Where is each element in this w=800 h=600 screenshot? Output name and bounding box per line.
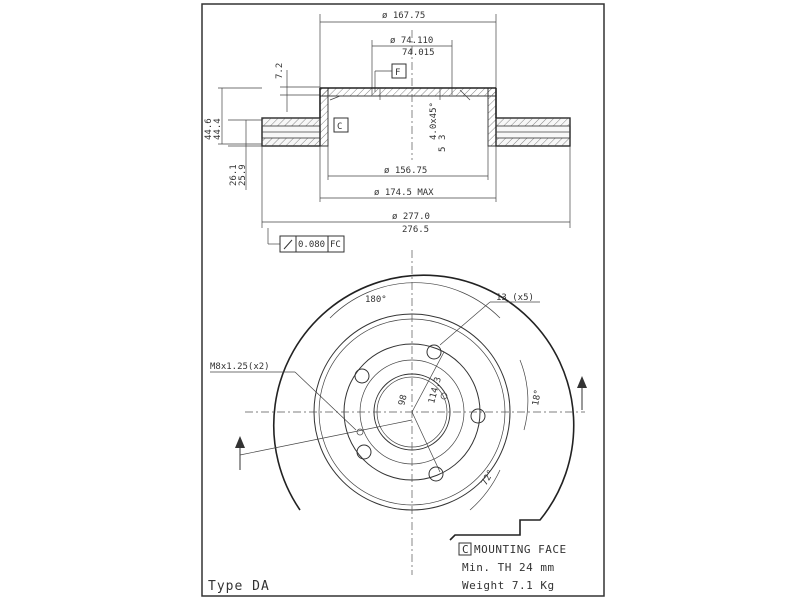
runout-reference: FC — [330, 240, 341, 250]
notes-block: C MOUNTING FACE Min. TH 24 mm Weight 7.1… — [458, 542, 567, 592]
dim-small-3: 3 — [438, 135, 448, 140]
mounting-face-flag: C — [462, 543, 469, 556]
front-view: 180° 13 (x5) M8x1.25(x2) 98 114.3 18° 72… — [210, 250, 587, 575]
dim-inner-diameter: ø 156.75 — [384, 166, 427, 176]
section-arrow-right-icon — [577, 376, 587, 388]
type-label: Type DA — [208, 579, 270, 594]
section-arrow-left-icon — [235, 436, 245, 448]
section-view: ø 167.75 ø 74.110 74.015 F 7.2 44.6 44.4… — [204, 11, 571, 253]
thread-hole-1 — [440, 392, 448, 400]
dim-hat-height: 7.2 — [275, 63, 285, 79]
pcd-98: 98 — [397, 394, 409, 407]
bolt-holes-label: 13 (x5) — [496, 293, 534, 303]
dim-thickness-min: 25.9 — [238, 164, 248, 186]
angle-18: 18° — [531, 389, 544, 407]
dim-thickness-max: 26.1 — [229, 164, 239, 186]
datum-f-label: F — [395, 68, 400, 78]
bolt-hole-4 — [356, 444, 372, 460]
datum-f-box — [391, 63, 407, 79]
min-thickness-note: Min. TH 24 mm — [462, 561, 555, 574]
mounting-face-note: MOUNTING FACE — [474, 543, 567, 556]
angle-180: 180° — [365, 295, 387, 305]
dim-disc-diameter-min: 276.5 — [402, 225, 429, 235]
datum-c-label: C — [337, 122, 342, 132]
bolt-hole-1 — [426, 344, 442, 360]
dim-hat-diameter: ø 167.75 — [382, 11, 425, 21]
dim-chamfer: 4.0x45° — [429, 102, 439, 140]
dim-bore-min: 74.015 — [402, 48, 435, 58]
mounting-face-flag-box — [458, 542, 472, 556]
thread-label: M8x1.25(x2) — [210, 362, 270, 372]
bolt-hole-2 — [470, 408, 486, 424]
dim-height-max: 44.6 — [204, 118, 214, 140]
dim-hat-max: ø 174.5 MAX — [374, 188, 434, 198]
dim-disc-diameter: ø 277.0 — [392, 212, 430, 222]
dim-height-min: 44.4 — [213, 118, 223, 140]
datum-c-box — [333, 117, 349, 133]
runout-arrow-icon — [283, 239, 293, 250]
angle-72: 72° — [480, 468, 497, 487]
thread-hole-2 — [356, 428, 364, 436]
runout-tolerance-frame — [279, 235, 345, 253]
dim-small-5: 5 — [438, 147, 448, 152]
bolt-hole-3 — [428, 466, 444, 482]
drawing-frame — [201, 3, 605, 597]
pcd-114: 114.3 — [427, 376, 444, 405]
runout-tolerance: 0.080 — [298, 240, 325, 250]
bolt-hole-5 — [354, 368, 370, 384]
weight-note: Weight 7.1 Kg — [462, 579, 555, 592]
